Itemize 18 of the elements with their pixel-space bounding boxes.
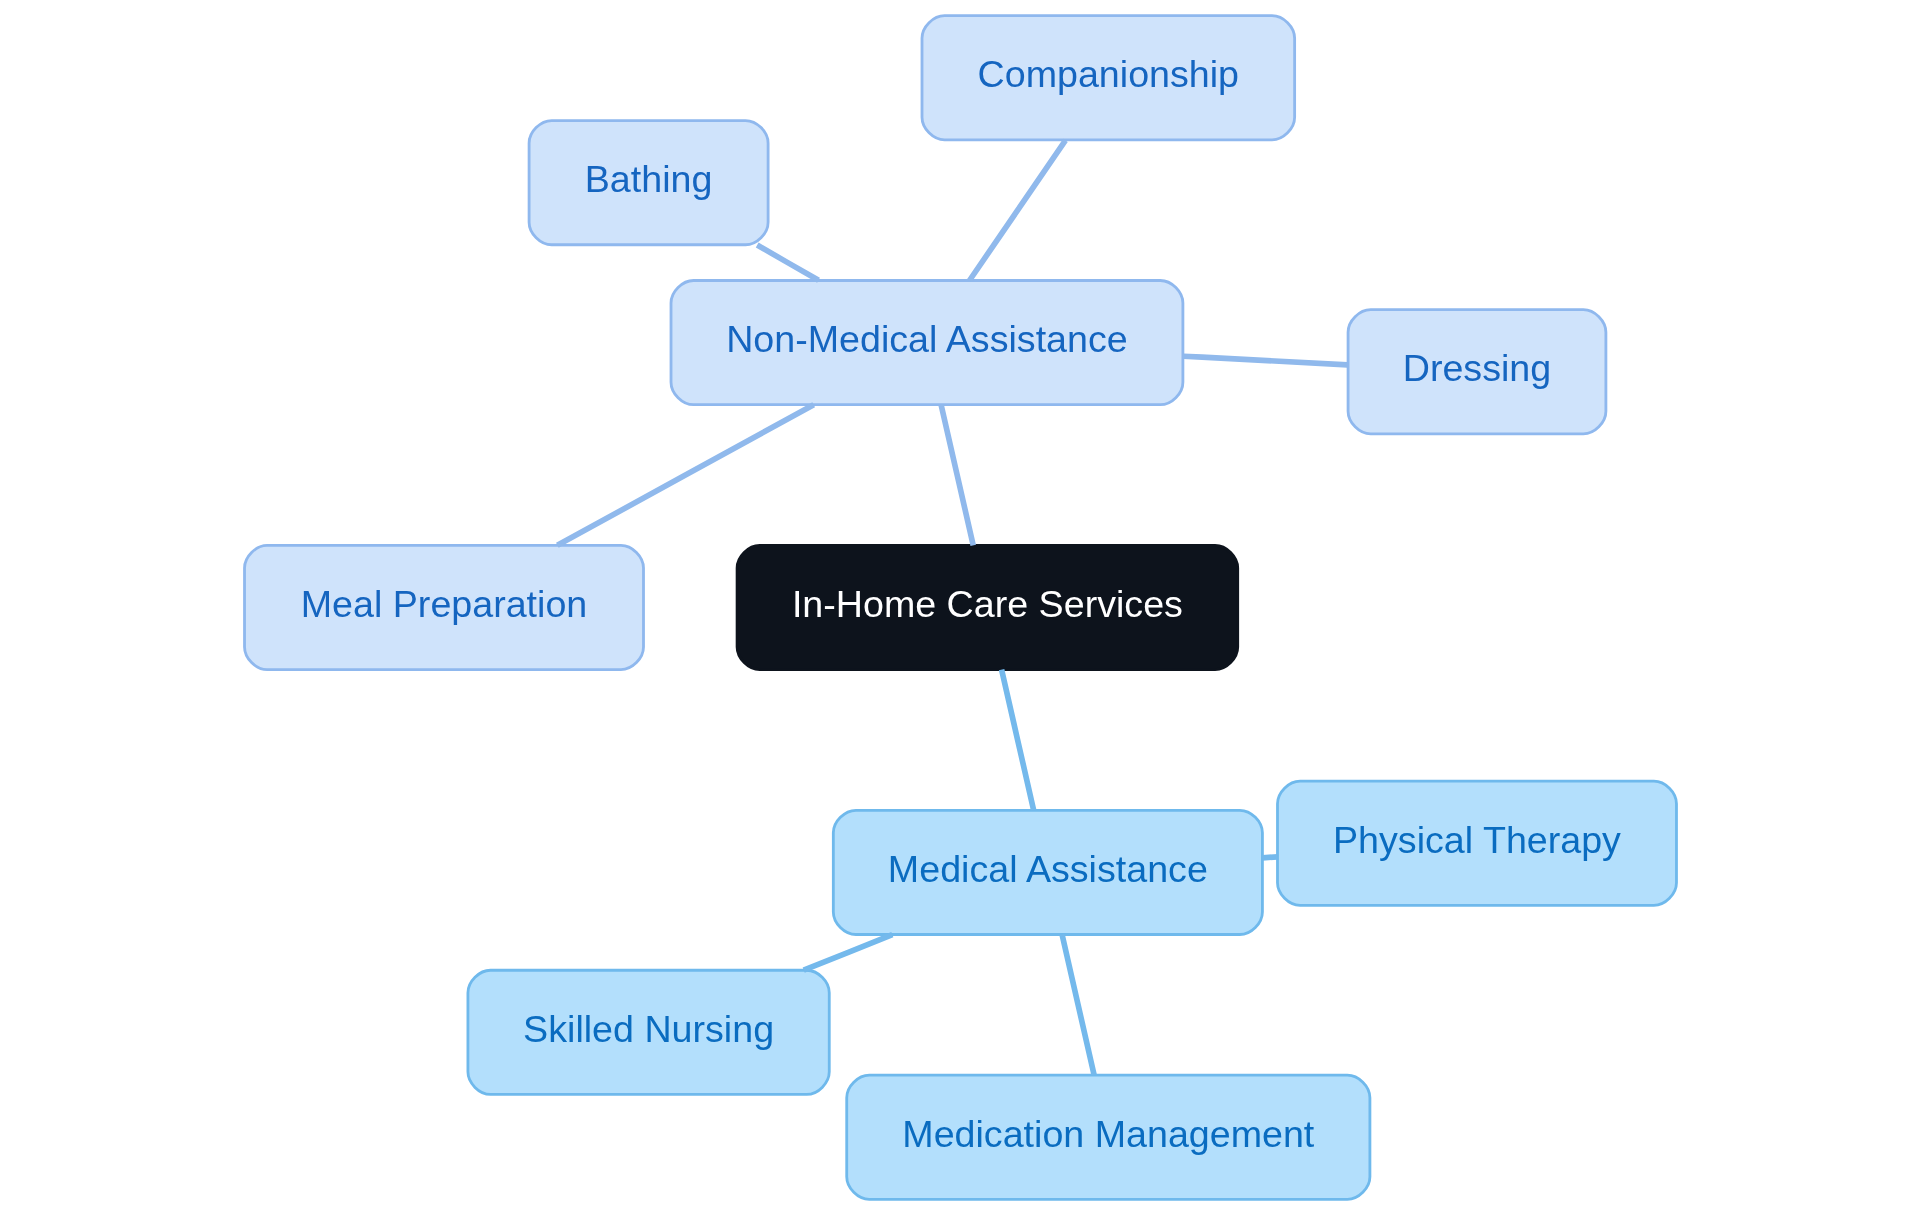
connector [555, 402, 815, 548]
connector [1182, 353, 1348, 368]
connector [938, 404, 976, 547]
node-box: Non-Medical Assistance [669, 279, 1184, 407]
node-box: Physical Therapy [1275, 779, 1678, 907]
connector [1058, 933, 1097, 1076]
connector [755, 242, 820, 283]
node-box: Bathing [527, 119, 769, 247]
node-box: Skilled Nursing [466, 968, 831, 1096]
node-box: Medication Management [844, 1073, 1371, 1201]
connector [998, 668, 1036, 811]
connector [802, 932, 893, 973]
node-box: Dressing [1346, 308, 1607, 436]
node-box: Meal Preparation [242, 544, 645, 671]
node-box: Companionship [920, 14, 1296, 142]
connector [1261, 854, 1278, 861]
node-box: In-Home Care Services [735, 544, 1239, 671]
node-box: Medical Assistance [831, 808, 1264, 936]
